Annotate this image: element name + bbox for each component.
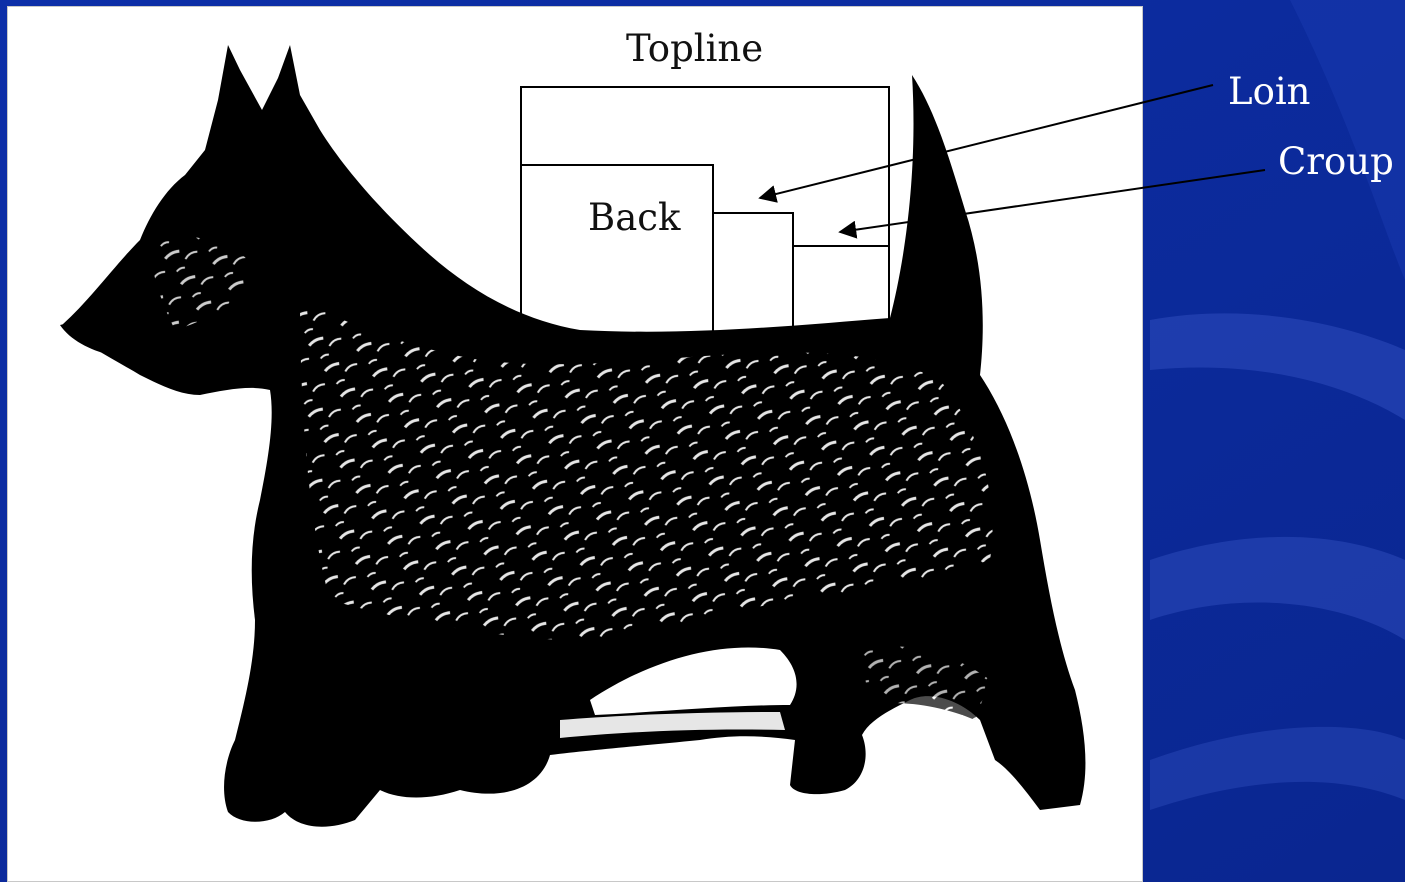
topline-label: Topline (626, 30, 763, 67)
back-label: Back (588, 199, 680, 236)
dog-silhouette (60, 45, 1085, 827)
back-box (521, 165, 713, 337)
croup-label: Croup (1278, 143, 1394, 180)
loin-arrow (760, 85, 1213, 198)
loin-box (713, 213, 793, 337)
croup-arrow (840, 170, 1265, 232)
topline-box (521, 87, 889, 337)
loin-label: Loin (1228, 73, 1311, 110)
